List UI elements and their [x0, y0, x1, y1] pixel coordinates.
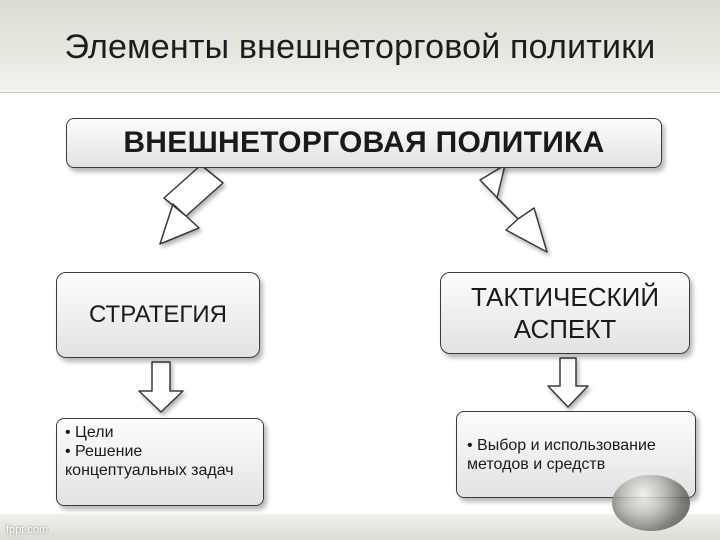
list-item: • Цели — [65, 424, 114, 441]
footer-watermark: fppt.com — [6, 524, 49, 536]
arrow-to-strategy — [159, 164, 224, 245]
slide-title: Элементы внешнеторговой политики — [64, 28, 656, 66]
arrow-down-strategy — [138, 361, 184, 413]
list-item: • Решение концептуальных задач — [65, 443, 234, 479]
foreign-trade-policy-box: ВНЕШНЕТОРГОВАЯ ПОЛИТИКА — [66, 118, 662, 168]
decorative-orb — [612, 475, 690, 531]
tactical-aspect-label: ТАКТИЧЕСКИЙ АСПЕКТ — [471, 281, 659, 345]
tactical-aspect-box: ТАКТИЧЕСКИЙ АСПЕКТ — [440, 272, 690, 354]
title-band — [0, 0, 720, 93]
strategy-box: СТРАТЕГИЯ — [56, 272, 260, 358]
strategy-label: СТРАТЕГИЯ — [89, 301, 227, 328]
tactical-aspect-line-1: ТАКТИЧЕСКИЙ — [470, 282, 660, 312]
strategy-details-box: • Цели • Решение концептуальных задач — [56, 418, 264, 506]
arrow-to-tactic — [479, 164, 548, 253]
foreign-trade-policy-label: ВНЕШНЕТОРГОВАЯ ПОЛИТИКА — [123, 126, 605, 159]
footer-band — [0, 514, 720, 540]
tactical-aspect-line-2: АСПЕКТ — [513, 314, 617, 344]
list-item: • Выбор и использование методов и средст… — [467, 437, 656, 473]
arrow-down-tactic — [547, 357, 589, 408]
